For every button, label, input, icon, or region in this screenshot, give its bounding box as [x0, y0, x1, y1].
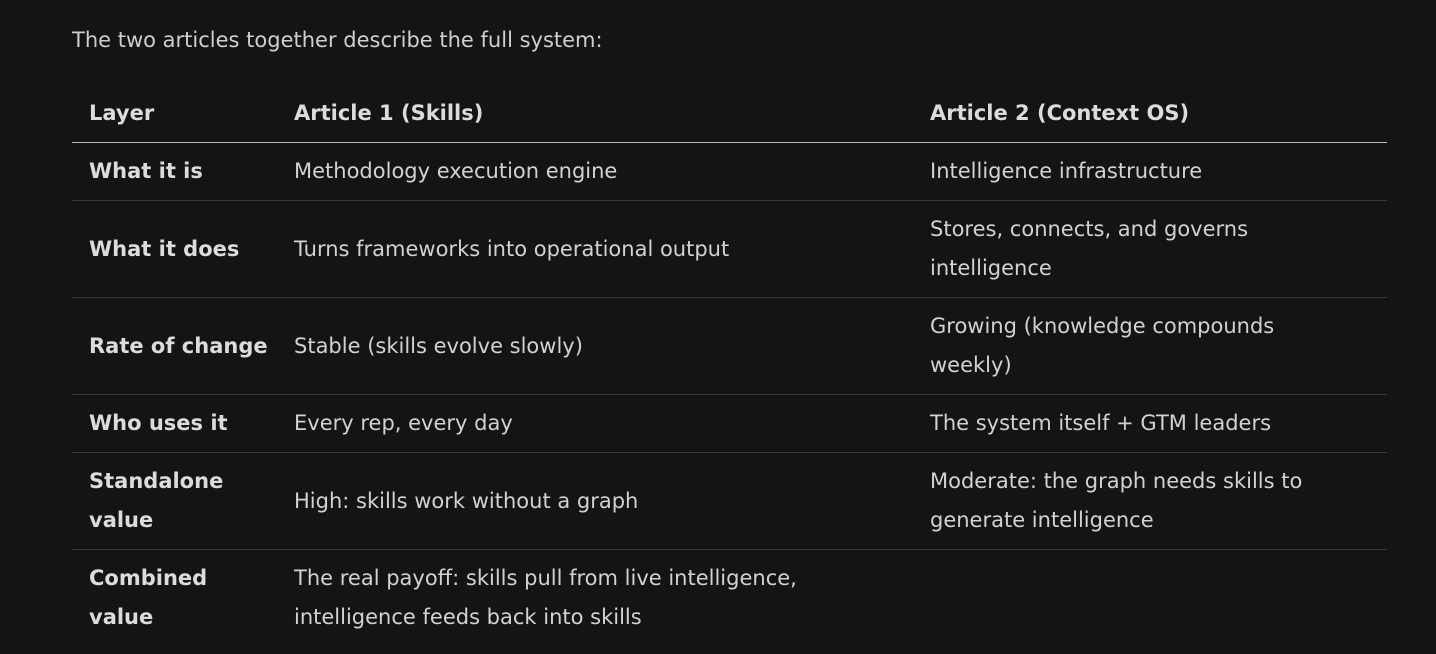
table-row: Standalone value High: skills work witho… — [72, 453, 1387, 550]
article-1-cell: Every rep, every day — [294, 411, 513, 435]
table-header-row: Layer Article 1 (Skills) Article 2 (Cont… — [72, 84, 1387, 143]
article-1-cell: Turns frameworks into operational output — [294, 236, 730, 261]
article-1-cell: High: skills work without a graph — [294, 488, 639, 513]
article-2-cell: Intelligence infrastructure — [930, 159, 1203, 183]
comparison-table: Layer Article 1 (Skills) Article 2 (Cont… — [72, 84, 1387, 646]
table-row: Who uses it Every rep, every day The sys… — [72, 395, 1387, 453]
article-2-cell: Stores, connects, and governs intelligen… — [930, 217, 1249, 280]
table-row: What it does Turns frameworks into opera… — [72, 201, 1387, 298]
article-1-cell: The real payoff: skills pull from live i… — [294, 566, 797, 629]
row-label: Standalone value — [89, 469, 224, 532]
row-label: What it does — [89, 236, 240, 261]
column-header-article-1: Article 1 (Skills) — [277, 84, 913, 143]
column-header-layer: Layer — [72, 84, 277, 143]
row-label: What it is — [89, 159, 203, 183]
article-2-cell: Growing (knowledge compounds weekly) — [930, 314, 1275, 377]
intro-text: The two articles together describe the f… — [72, 28, 603, 52]
table-row: Rate of change Stable (skills evolve slo… — [72, 298, 1387, 395]
row-label: Who uses it — [89, 411, 228, 435]
article-2-cell: Moderate: the graph needs skills to gene… — [930, 469, 1303, 532]
article-1-cell: Stable (skills evolve slowly) — [294, 333, 583, 358]
column-header-article-2: Article 2 (Context OS) — [913, 84, 1387, 143]
table-row: Combined value The real payoff: skills p… — [72, 550, 1387, 647]
row-label: Combined value — [89, 566, 208, 629]
article-1-cell: Methodology execution engine — [294, 159, 618, 183]
article-2-cell — [913, 550, 1387, 647]
article-2-cell: The system itself + GTM leaders — [930, 411, 1272, 435]
table-row: What it is Methodology execution engine … — [72, 143, 1387, 201]
row-label: Rate of change — [89, 333, 268, 358]
